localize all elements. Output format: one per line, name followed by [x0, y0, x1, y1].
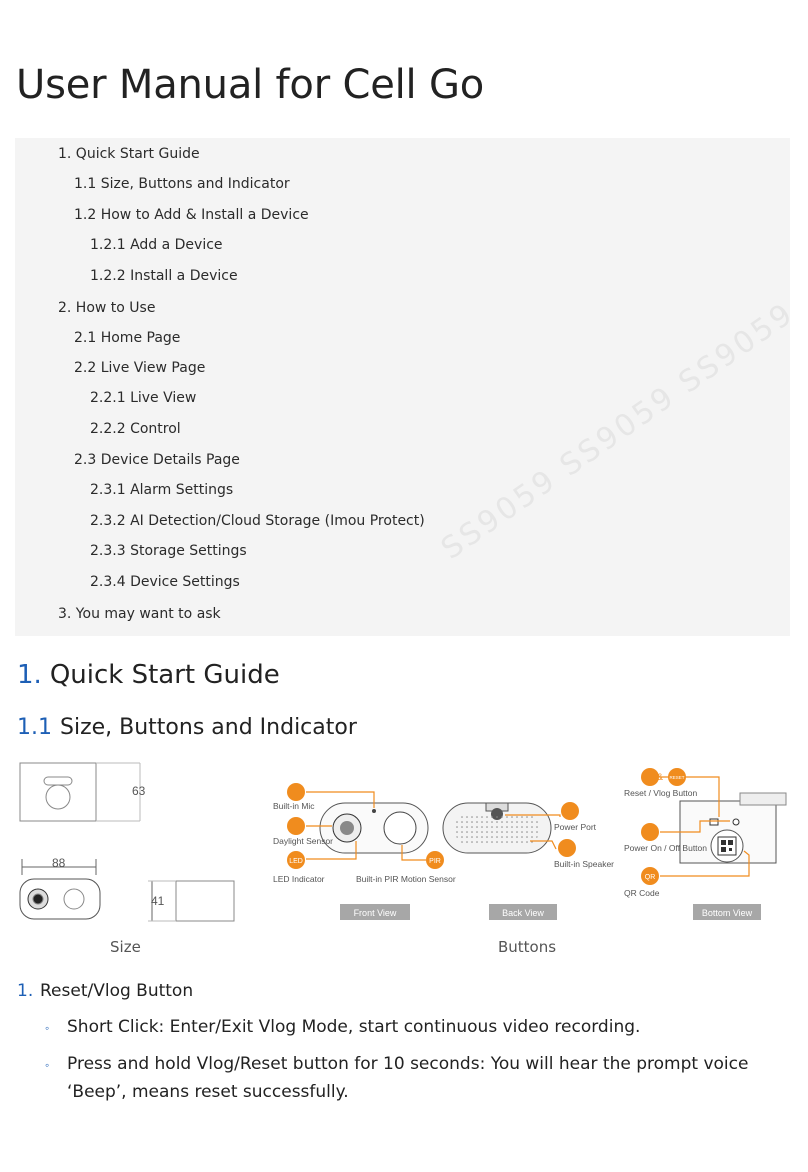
bullet-icon: ◦ [45, 1021, 50, 1035]
bottom-device-edge [739, 792, 787, 806]
speaker-grille [455, 813, 539, 845]
bottom-view-tag [693, 904, 761, 920]
front-device-mic [372, 809, 376, 813]
front-view-badges: LED PIR [287, 783, 444, 869]
toc-item[interactable]: 1.1 Size, Buttons and Indicator [74, 176, 290, 192]
front-view-tag [340, 904, 410, 920]
qr-code-icon [717, 836, 737, 856]
camera-front-lens-core [32, 893, 44, 905]
front-view-callouts [306, 791, 426, 861]
back-view-label: Back View [502, 908, 544, 918]
toc-item[interactable]: 1.2.2 Install a Device [90, 268, 238, 284]
section-title: Quick Start Guide [49, 660, 280, 690]
subsection-title: Size, Buttons and Indicator [60, 715, 357, 740]
toc-item[interactable]: 2.3.4 Device Settings [90, 574, 240, 590]
toc-item[interactable]: 2.1 Home Page [74, 330, 181, 346]
subsection-number: 1.1 [17, 715, 52, 740]
section-number: 1. [17, 660, 42, 690]
qr-badge-label: QR [645, 874, 656, 881]
sun-icon [287, 817, 305, 835]
bottom-view-label: Bottom View [702, 908, 753, 918]
front-device-pir [383, 811, 417, 845]
toc-item[interactable]: 2.3.3 Storage Settings [90, 543, 247, 559]
pir-sensor-label: Built-in PIR Motion Sensor [356, 874, 456, 884]
bullet-icon: ◦ [45, 1058, 50, 1072]
front-view-device [319, 802, 429, 854]
size-drawings [19, 762, 235, 922]
bottom-view-device [679, 792, 787, 864]
list-item: Press and hold Vlog/Reset button for 10 … [67, 1054, 749, 1102]
power-onoff-label: Power On / Off Button [624, 843, 707, 853]
power-port-label: Power Port [554, 822, 597, 832]
toc-item[interactable]: 1.2.1 Add a Device [90, 237, 223, 253]
list-heading: Reset/Vlog Button [40, 981, 194, 1001]
camera-side-outline [175, 880, 235, 922]
camera-front-pir [63, 888, 85, 910]
bottom-reset-button [709, 818, 719, 826]
dim-label-88: 88 [52, 856, 66, 870]
toc-item[interactable]: 2.3 Device Details Page [74, 452, 240, 468]
pir-badge-icon [426, 851, 444, 869]
led-indicator-label: LED Indicator [273, 874, 325, 884]
toc-item[interactable]: 2.2.1 Live View [90, 390, 197, 406]
caption-buttons: Buttons [498, 938, 557, 956]
camera-top-lens [45, 784, 71, 810]
toc-item[interactable]: 2.3.1 Alarm Settings [90, 482, 234, 498]
back-view-tag [489, 904, 557, 920]
power-port-icon [561, 802, 579, 820]
watermark: SS9059 SS9059 SS9059 SS9059 [435, 213, 790, 567]
subsection-heading: 1.1 Size, Buttons and Indicator [17, 715, 357, 740]
toc-item[interactable]: 2.2 Live View Page [74, 360, 206, 376]
toc-item[interactable]: 2. How to Use [58, 300, 156, 316]
reset-badge-icon [668, 768, 686, 786]
toc-item[interactable]: 2.2.2 Control [90, 421, 181, 437]
svg-text:&: & [657, 772, 663, 782]
mic-icon [287, 783, 305, 801]
device-diagram: 63 88 41 LED PIR Built-in Mic Daylig [19, 762, 787, 922]
qr-code-label: QR Code [624, 888, 660, 898]
led-badge-icon [287, 851, 305, 869]
toc-item[interactable]: 2.3.2 AI Detection/Cloud Storage (Imou P… [90, 513, 425, 529]
device-figure: 63 88 41 LED PIR Built-in Mic Daylig [0, 755, 808, 956]
list-number: 1. [17, 981, 34, 1001]
led-badge-label: LED [289, 858, 303, 865]
daylight-sensor-label: Daylight Sensor [273, 836, 333, 846]
vlog-icon [641, 768, 659, 786]
reset-badge-label: RESET [669, 775, 684, 780]
back-view-callouts [505, 814, 561, 850]
table-of-contents: SS9059 SS9059 SS9059 SS9059 1. Quick Sta… [15, 138, 790, 636]
page-title: User Manual for Cell Go [16, 62, 485, 108]
front-device-lens-core [340, 821, 354, 835]
reset-vlog-label: Reset / Vlog Button [624, 788, 698, 798]
back-view-device [442, 802, 552, 854]
qr-badge-icon [641, 867, 659, 885]
list-item: Short Click: Enter/Exit Vlog Mode, start… [67, 1017, 641, 1037]
toc-item[interactable]: 3. You may want to ask [58, 606, 221, 622]
speaker-icon [558, 839, 576, 857]
bottom-power-button [732, 818, 740, 826]
toc-item[interactable]: 1.2 How to Add & Install a Device [74, 207, 309, 223]
dim-label-41: 41 [151, 894, 165, 908]
builtin-mic-label: Built-in Mic [273, 801, 315, 811]
power-icon [641, 823, 659, 841]
builtin-speaker-label: Built-in Speaker [554, 859, 614, 869]
toc-item[interactable]: 1. Quick Start Guide [58, 146, 200, 162]
front-view-label: Front View [354, 908, 397, 918]
dim-label-63: 63 [132, 784, 146, 798]
pir-badge-label: PIR [429, 858, 441, 865]
camera-top-outline [19, 762, 97, 822]
caption-size: Size [110, 938, 141, 956]
section-heading: 1.Quick Start Guide [17, 660, 280, 690]
